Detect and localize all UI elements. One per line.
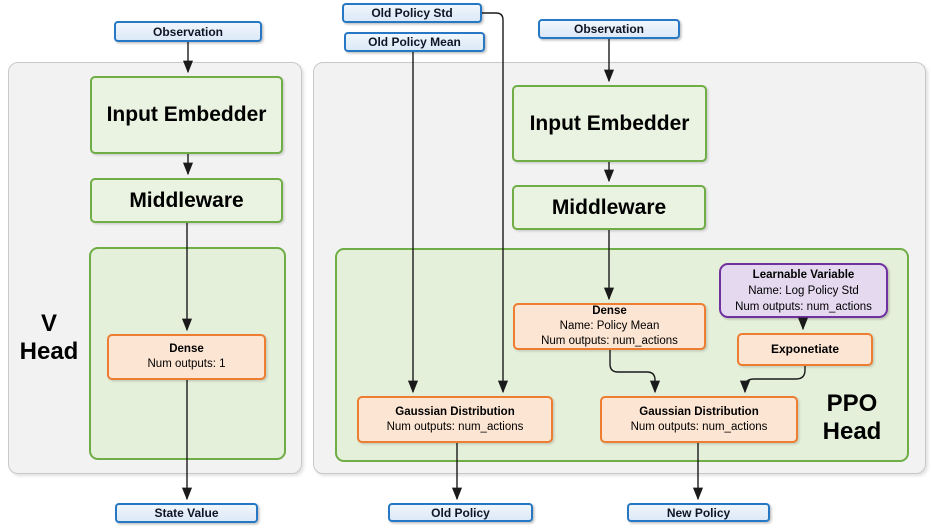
dense-outputs-left: Num outputs: 1 <box>147 358 226 370</box>
v-head-title-line2: Head <box>19 338 79 365</box>
learnable-variable-outputs: Num outputs: num_actions <box>735 300 872 313</box>
observation-node-right: Observation <box>538 19 680 39</box>
gaussian-old-outputs: Num outputs: num_actions <box>386 420 524 433</box>
gaussian-old-title: Gaussian Distribution <box>395 405 515 418</box>
dense-node-right: Dense Name: Policy Mean Num outputs: num… <box>513 303 706 350</box>
learnable-variable-title: Learnable Variable <box>752 268 855 281</box>
gaussian-new-title: Gaussian Distribution <box>639 405 759 418</box>
v-head-title-line1: V <box>40 310 57 337</box>
observation-node-left: Observation <box>114 21 262 42</box>
old-policy-mean-label: Old Policy Mean <box>368 35 461 49</box>
observation-label-right: Observation <box>573 22 645 36</box>
middleware-node-right: Middleware <box>512 185 706 230</box>
input-embedder-node-right: Input Embedder <box>512 85 707 162</box>
middleware-node-left: Middleware <box>90 178 283 223</box>
v-head-title: V Head <box>8 310 90 366</box>
dense-node-left: Dense Num outputs: 1 <box>107 334 266 380</box>
old-policy-node: Old Policy <box>388 503 533 522</box>
input-embedder-label-left: Input Embedder <box>106 103 267 126</box>
ppo-head-title-line1: PPO <box>826 390 878 417</box>
gaussian-distribution-new-node: Gaussian Distribution Num outputs: num_a… <box>600 396 798 443</box>
state-value-node: State Value <box>115 503 258 523</box>
observation-label-left: Observation <box>152 24 224 39</box>
ppo-head-title-line2: Head <box>822 418 882 445</box>
state-value-label: State Value <box>154 506 219 520</box>
new-policy-node: New Policy <box>627 503 770 522</box>
middleware-label-left: Middleware <box>129 188 244 212</box>
input-embedder-node-left: Input Embedder <box>90 76 283 154</box>
learnable-variable-node: Learnable Variable Name: Log Policy Std … <box>719 263 888 318</box>
new-policy-label: New Policy <box>666 505 731 520</box>
dense-name-right: Name: Policy Mean <box>559 320 660 332</box>
learnable-variable-name: Name: Log Policy Std <box>748 284 859 297</box>
gaussian-new-outputs: Num outputs: num_actions <box>630 420 768 433</box>
gaussian-distribution-old-node: Gaussian Distribution Num outputs: num_a… <box>357 396 553 443</box>
input-embedder-label-right: Input Embedder <box>529 111 690 135</box>
exponetiate-label: Exponetiate <box>770 342 839 356</box>
ppo-head-title: PPO Head <box>798 390 906 446</box>
dense-outputs-right: Num outputs: num_actions <box>541 335 678 347</box>
old-policy-std-label: Old Policy Std <box>371 6 453 20</box>
dense-title-left: Dense <box>169 343 204 355</box>
old-policy-mean-node: Old Policy Mean <box>344 32 485 52</box>
old-policy-std-node: Old Policy Std <box>342 3 482 23</box>
old-policy-label: Old Policy <box>431 505 490 520</box>
middleware-label-right: Middleware <box>551 195 667 219</box>
exponetiate-node: Exponetiate <box>737 333 873 366</box>
dense-title-right: Dense <box>592 305 627 317</box>
